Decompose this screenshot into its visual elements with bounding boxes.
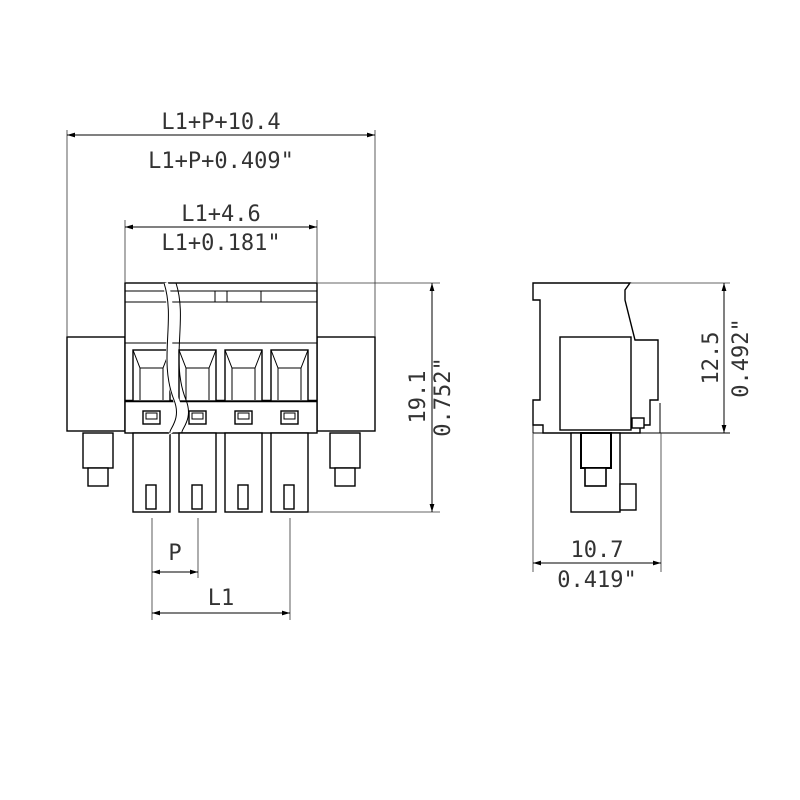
overall-width-mm: L1+P+10.4 [161,110,280,135]
release-window-inner [145,412,158,420]
wire-cavity [270,349,309,402]
side-plug-body [559,336,632,431]
release-window [142,410,161,425]
pin-slot [191,484,203,510]
release-window [188,410,207,425]
front-dimensions: L1+P+10.4 L1+P+0.409" L1+4.6 L1+0.181" 1… [66,110,456,620]
cavity-funnel [224,349,263,400]
pitch-label: P [168,541,181,566]
front-view [66,282,376,513]
side-height-mm: 12.5 [699,332,724,385]
pin-slot [283,484,295,510]
side-depth-mm: 10.7 [571,538,624,563]
break-line [162,282,182,435]
wire-cavity [132,349,171,402]
pin-slot [145,484,157,510]
side-height-in: 0.492" [729,318,754,397]
release-window [280,410,299,425]
pin-slot [237,484,249,510]
wire-cavity [224,349,263,402]
height-in: 0.752" [431,357,456,436]
cavity-funnel [270,349,309,400]
release-window-inner [283,412,296,420]
left-post-tip [87,467,109,487]
cavity-funnel [178,349,217,400]
side-depth-in: 0.419" [557,568,636,593]
right-post-tip [334,467,356,487]
body-width-mm: L1+4.6 [181,202,260,227]
overall-width-in: L1+P+0.409" [148,149,294,174]
release-window-inner [237,412,250,420]
release-window-inner [191,412,204,420]
length-label: L1 [208,586,235,611]
side-dimensions: 12.5 0.492" 10.7 0.419" [532,282,754,593]
body-width-in: L1+0.181" [161,231,280,256]
left-post [82,432,114,469]
side-view [532,282,730,513]
left-flange [66,336,126,432]
wire-cavity [178,349,217,402]
release-window [234,410,253,425]
height-mm: 19.1 [406,371,431,424]
right-flange [316,336,376,432]
right-post [329,432,361,469]
